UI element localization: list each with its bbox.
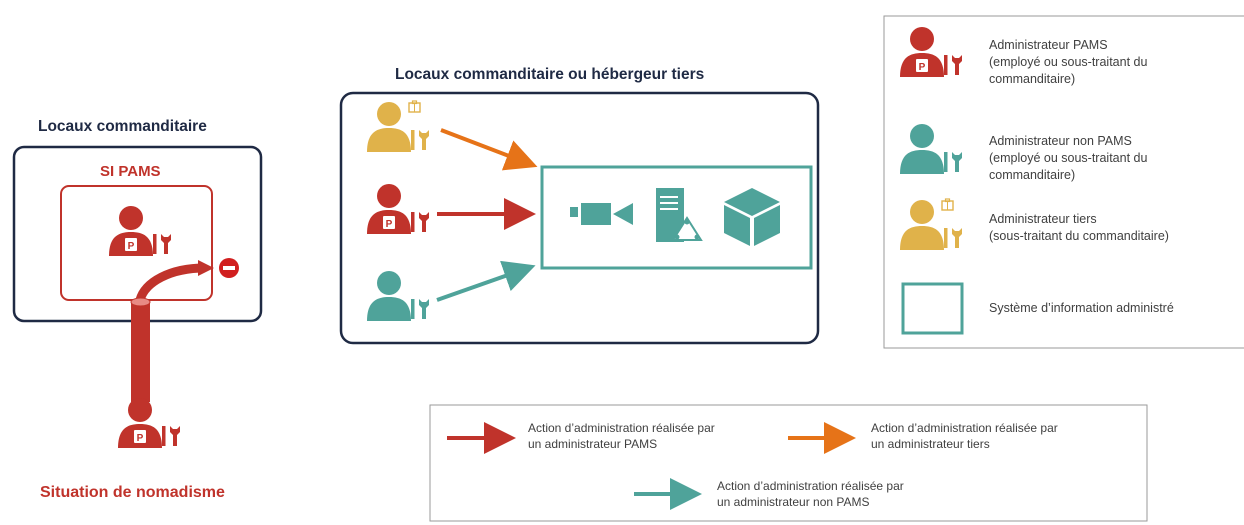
legend-pams-text: Administrateur PAMS (employé ou sous-tra… [989, 38, 1148, 86]
legend-system-text: Système d’information administré [989, 301, 1174, 315]
blocked-icon [219, 258, 239, 278]
vpn-tunnel [130, 260, 214, 402]
pams-admin-inside-icon: P [109, 206, 171, 256]
non-pams-admin-icon [367, 271, 429, 321]
legend-arrows-box [429, 404, 1148, 522]
si-pams-label: SI PAMS [100, 163, 161, 180]
legend-admins-box [883, 15, 1244, 349]
left-zone-title: Locaux commanditaire [38, 118, 207, 135]
legend-non-pams-text: Administrateur non PAMS (employé ou sous… [989, 134, 1148, 182]
nomad-pams-admin-icon: P [118, 398, 180, 448]
legend-tiers-icon [900, 198, 962, 250]
legend-tiers-text: Administrateur tiers (sous-traitant du c… [989, 212, 1169, 243]
legend-system-swatch [901, 282, 964, 335]
legend-pams-icon: P [900, 27, 962, 77]
svg-text:P: P [137, 433, 144, 444]
legend-arrow-tiers-text: Action d’administration réalisée par un … [871, 421, 1058, 451]
server-icon [656, 188, 703, 242]
svg-text:P: P [919, 62, 926, 73]
legend-non-pams-icon [900, 124, 962, 174]
pams-admin-icon: P [367, 184, 429, 234]
center-zone-title: Locaux commanditaire ou hébergeur tiers [395, 66, 705, 83]
legend-arrow-non-pams-text: Action d’administration réalisée par un … [717, 479, 904, 509]
center-zone-box [339, 91, 820, 345]
tiers-admin-icon [367, 100, 429, 152]
nomad-label: Situation de nomadisme [40, 484, 225, 501]
svg-text:P: P [128, 241, 135, 252]
camera-icon [570, 203, 633, 225]
administered-system-box [540, 165, 813, 270]
legend-arrow-pams-text: Action d’administration réalisée par un … [528, 421, 715, 451]
non-pams-arrow [436, 260, 536, 302]
svg-text:P: P [386, 219, 393, 230]
cube-icon [724, 188, 780, 246]
tiers-arrow [440, 128, 538, 171]
